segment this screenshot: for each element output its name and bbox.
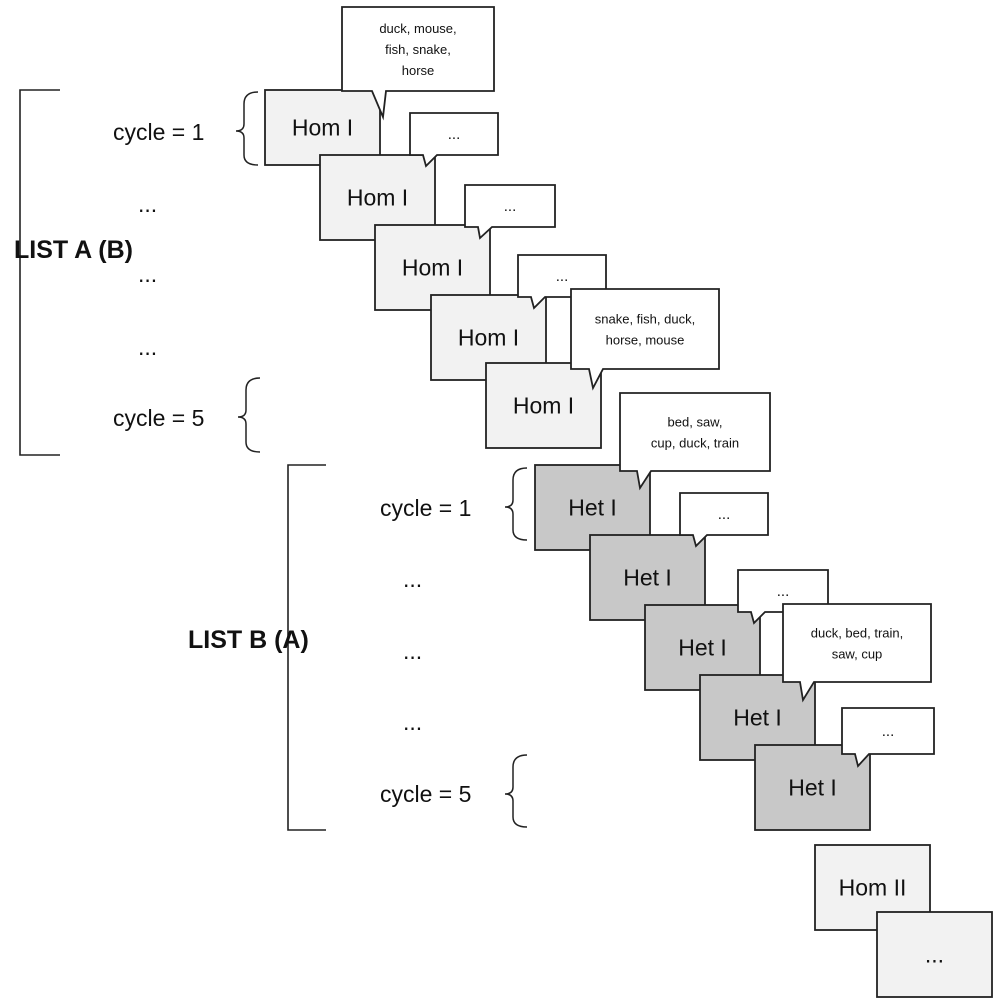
list-b-bracket: [287, 464, 326, 831]
block-5-box: [485, 362, 602, 449]
speech-bubble-3-line-1: ...: [504, 198, 517, 215]
speech-bubble-3-outline: [464, 184, 556, 240]
speech-bubble-6-line-1: bed, saw,: [668, 415, 723, 430]
block-8-label: Het I: [678, 635, 727, 661]
block-5: Hom I: [485, 362, 602, 449]
list-a-cycle-first-brace: [235, 91, 259, 166]
list-a-cycle-last: cycle = 5: [113, 405, 204, 431]
speech-bubble-1-outline: [341, 6, 495, 121]
block-3-label: Hom I: [402, 255, 463, 281]
list-a-bracket: [19, 89, 60, 456]
list-b-cycle-last-brace: [504, 754, 528, 828]
block-12: ...: [876, 911, 993, 998]
block-10: Het I: [754, 744, 871, 831]
block-1: Hom I: [264, 89, 381, 166]
speech-bubble-10: ...: [841, 707, 935, 768]
speech-bubble-10-outline: [841, 707, 935, 768]
block-12-label: ...: [925, 942, 944, 968]
list-b-cycle-last: cycle = 5: [380, 781, 471, 807]
list-b-ellipsis-3: ...: [403, 709, 422, 735]
block-1-label: Hom I: [292, 115, 353, 141]
block-9-label: Het I: [733, 705, 782, 731]
list-b-label: LIST B (A): [188, 626, 309, 654]
speech-bubble-1-line-3: horse: [402, 63, 435, 78]
list-a-ellipsis-1: ...: [138, 191, 157, 217]
bubbles-layer: duck, mouse,fish, snake,horse.........sn…: [341, 6, 935, 768]
block-10-box: [754, 744, 871, 831]
blocks-layer: Hom I Hom I Hom I Hom I Hom I Het I Het I Het I…: [264, 89, 993, 998]
block-6-label: Het I: [568, 495, 617, 521]
block-12-box: [876, 911, 993, 998]
block-7-label: Het I: [623, 565, 672, 591]
block-4-label: Hom I: [458, 325, 519, 351]
block-2-label: Hom I: [347, 185, 408, 211]
speech-bubble-1: duck, mouse, fish, snake, horse: [341, 6, 495, 121]
speech-bubble-9: duck, bed, train, saw, cup: [782, 603, 932, 703]
list-a-label: LIST A (B): [14, 236, 133, 264]
speech-bubble-5: snake, fish, duck, horse, mouse: [570, 288, 720, 391]
list-b-ellipsis-1: ...: [403, 566, 422, 592]
speech-bubble-1-line-2: fish, snake,: [385, 42, 451, 57]
speech-bubble-7-outline: [679, 492, 769, 548]
speech-bubble-4-line-1: ...: [556, 268, 569, 285]
block-2: Hom I: [319, 154, 436, 241]
speech-bubble-3: ...: [464, 184, 556, 240]
speech-bubble-6-line-2: cup, duck, train: [651, 436, 739, 451]
speech-bubble-1-line-1: duck, mouse,: [379, 21, 456, 36]
speech-bubble-2: ...: [409, 112, 499, 168]
speech-bubble-6-outline: [619, 392, 771, 491]
speech-bubble-9-line-1: duck, bed, train,: [811, 626, 904, 641]
list-a-cycle-first: cycle = 1: [113, 119, 204, 145]
list-b-cycle-first: cycle = 1: [380, 495, 471, 521]
list-a-ellipsis-2: ...: [138, 261, 157, 287]
block-11-label: Hom II: [839, 875, 907, 901]
list-a-cycle-last-brace: [237, 377, 261, 453]
list-b-ellipsis-2: ...: [403, 638, 422, 664]
speech-bubble-9-line-2: saw, cup: [832, 647, 883, 662]
block-10-label: Het I: [788, 775, 837, 801]
speech-bubble-8-line-1: ...: [777, 583, 790, 600]
block-5-label: Hom I: [513, 393, 574, 419]
speech-bubble-5-line-1: snake, fish, duck,: [595, 312, 695, 327]
speech-bubble-5-line-2: horse, mouse: [606, 333, 685, 348]
speech-bubble-2-outline: [409, 112, 499, 168]
list-a-ellipsis-3: ...: [138, 334, 157, 360]
speech-bubble-7: ...: [679, 492, 769, 548]
speech-bubble-6: bed, saw, cup, duck, train: [619, 392, 771, 491]
speech-bubble-7-line-1: ...: [718, 506, 731, 523]
speech-bubble-5-outline: [570, 288, 720, 391]
speech-bubble-9-outline: [782, 603, 932, 703]
speech-bubble-10-line-1: ...: [882, 723, 895, 740]
list-b-cycle-first-brace: [504, 467, 528, 541]
speech-bubble-2-line-1: ...: [448, 126, 461, 143]
